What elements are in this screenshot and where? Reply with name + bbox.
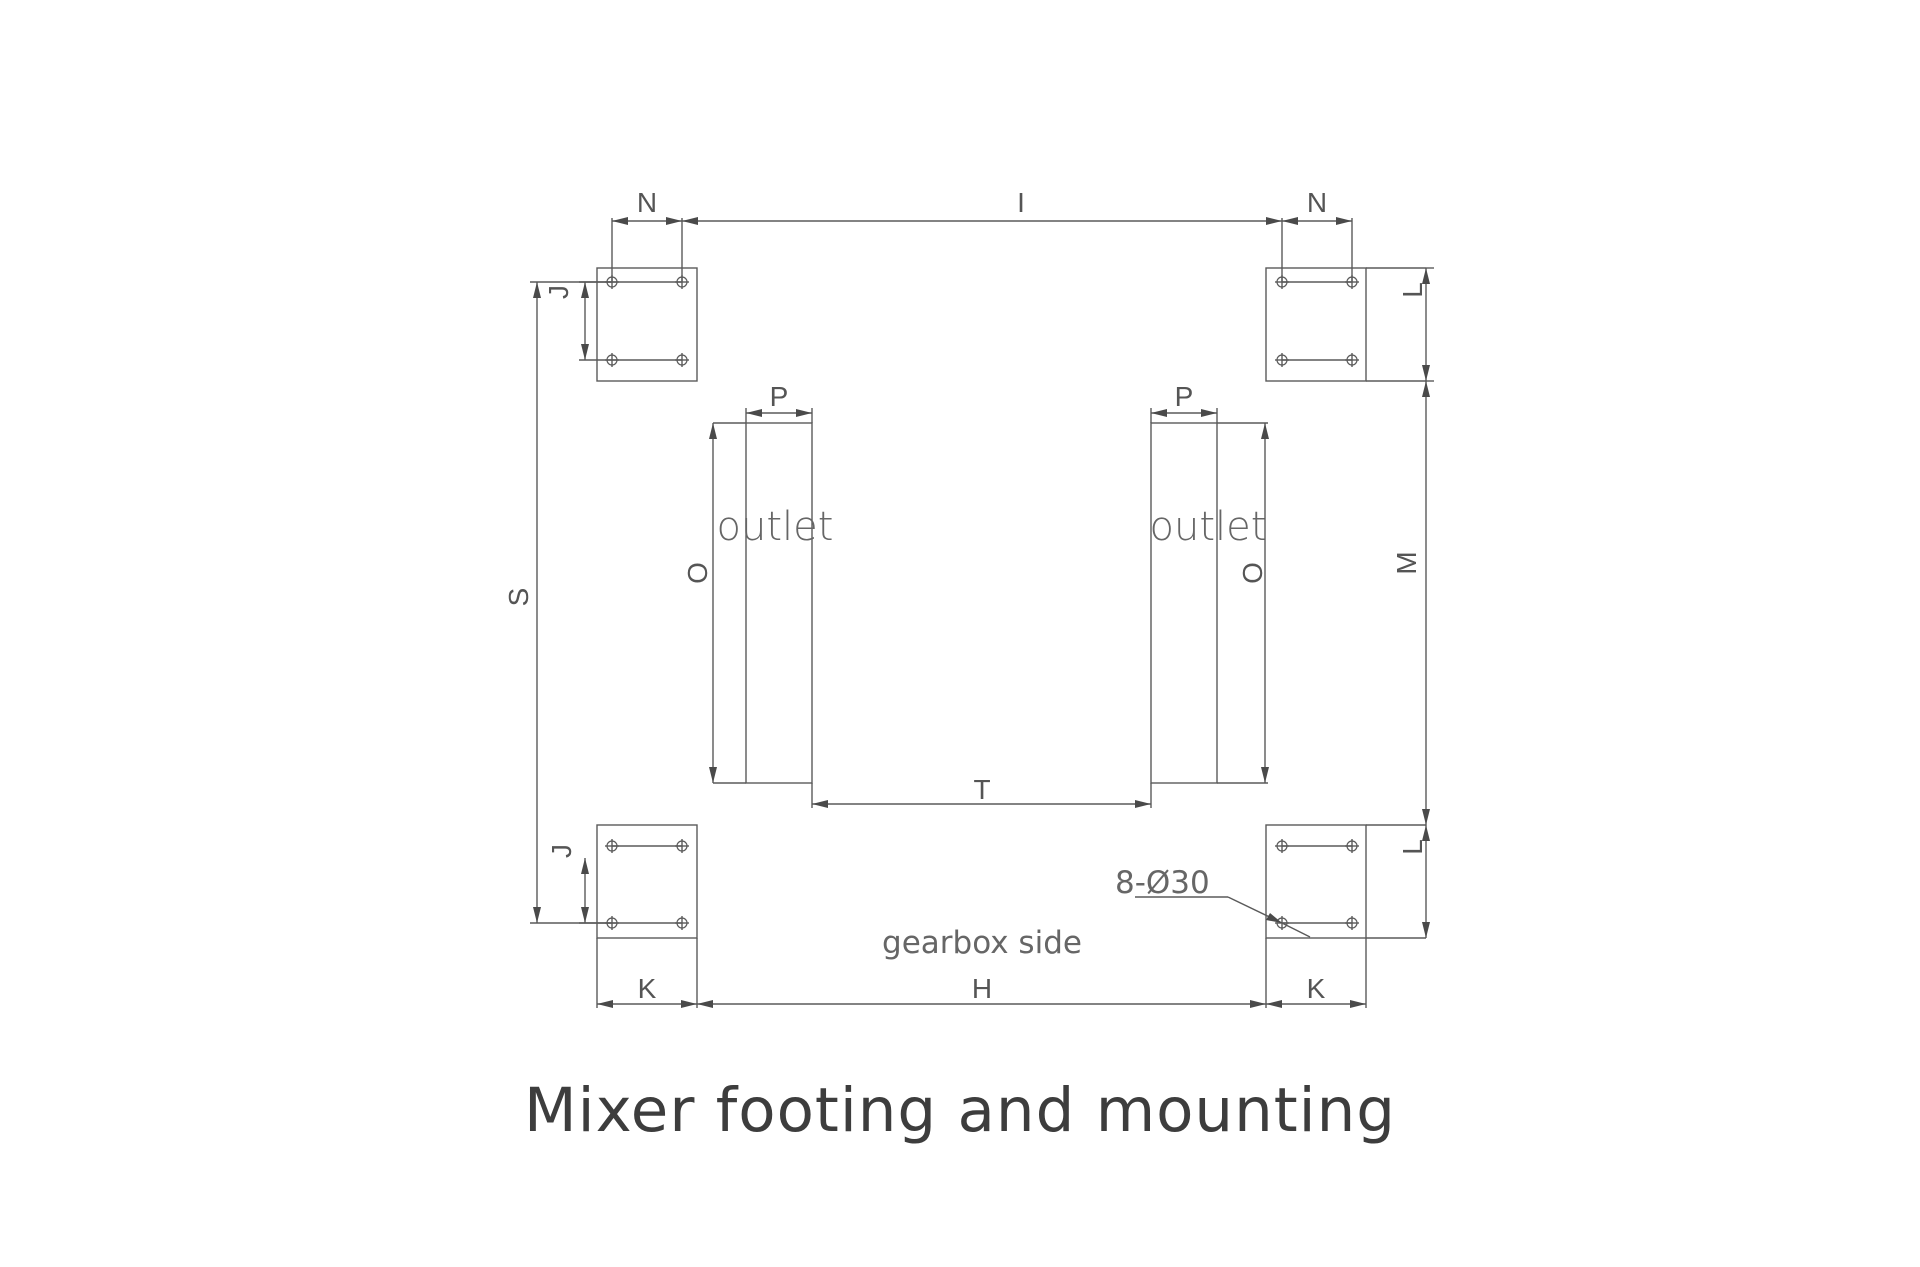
dimension-p-right	[1150, 408, 1218, 423]
label-outlet-right: outlet	[1150, 504, 1267, 550]
label-i: I	[1017, 187, 1025, 218]
label-p-right: P	[1175, 381, 1194, 412]
dimension-o-right	[1261, 423, 1269, 783]
dimension-h	[697, 1000, 1266, 1008]
foot-plate-top-right	[1265, 267, 1367, 382]
label-outlet-left: outlet	[717, 504, 834, 550]
label-n-left: N	[637, 187, 657, 218]
foot-plate-bottom-right	[1265, 824, 1367, 939]
label-n-right: N	[1307, 187, 1327, 218]
bolt-holes-top-right	[1275, 275, 1359, 367]
dimension-k-right	[1265, 938, 1367, 1008]
outlet-channel-right	[1150, 422, 1268, 784]
label-t: T	[973, 774, 990, 805]
dimension-j-top	[579, 281, 612, 361]
dimension-s	[530, 281, 612, 924]
label-l-top: L	[1397, 282, 1428, 298]
label-l-bottom: L	[1397, 839, 1428, 855]
outlet-channel-left	[713, 422, 813, 784]
bolt-holes-bottom-left	[605, 839, 689, 930]
bolt-holes-bottom-right	[1275, 839, 1359, 930]
dimension-t	[811, 783, 1152, 808]
dimension-o-left	[709, 423, 717, 783]
label-k-left: K	[638, 973, 657, 1004]
hole-note: 8-Ø30	[1115, 865, 1210, 901]
label-j-top: J	[543, 285, 574, 299]
dimension-k-left	[596, 938, 698, 1008]
dimension-i	[682, 217, 1282, 225]
label-gearbox-side: gearbox side	[882, 925, 1082, 961]
label-j-bottom: J	[546, 844, 577, 858]
foot-plate-bottom-left	[596, 824, 698, 939]
label-p-left: P	[770, 381, 789, 412]
dimension-n-right	[1281, 217, 1353, 282]
label-h: H	[972, 973, 992, 1004]
dimension-p-left	[745, 408, 813, 423]
label-s: S	[503, 588, 534, 607]
bolt-holes-top-left	[605, 275, 689, 367]
dimension-m	[1422, 381, 1430, 825]
dimension-j-bottom	[579, 858, 612, 924]
dimension-l-top	[1422, 267, 1434, 382]
foot-plate-top-left	[596, 267, 698, 382]
dimension-n-left	[611, 217, 683, 282]
drawing-caption: Mixer footing and mounting	[523, 1075, 1397, 1146]
label-m: M	[1391, 551, 1422, 574]
label-k-right: K	[1307, 973, 1326, 1004]
dimension-l-bottom	[1422, 825, 1430, 938]
label-o-left: O	[682, 562, 713, 584]
hole-note-leader	[1135, 896, 1311, 938]
label-o-right: O	[1237, 562, 1268, 584]
